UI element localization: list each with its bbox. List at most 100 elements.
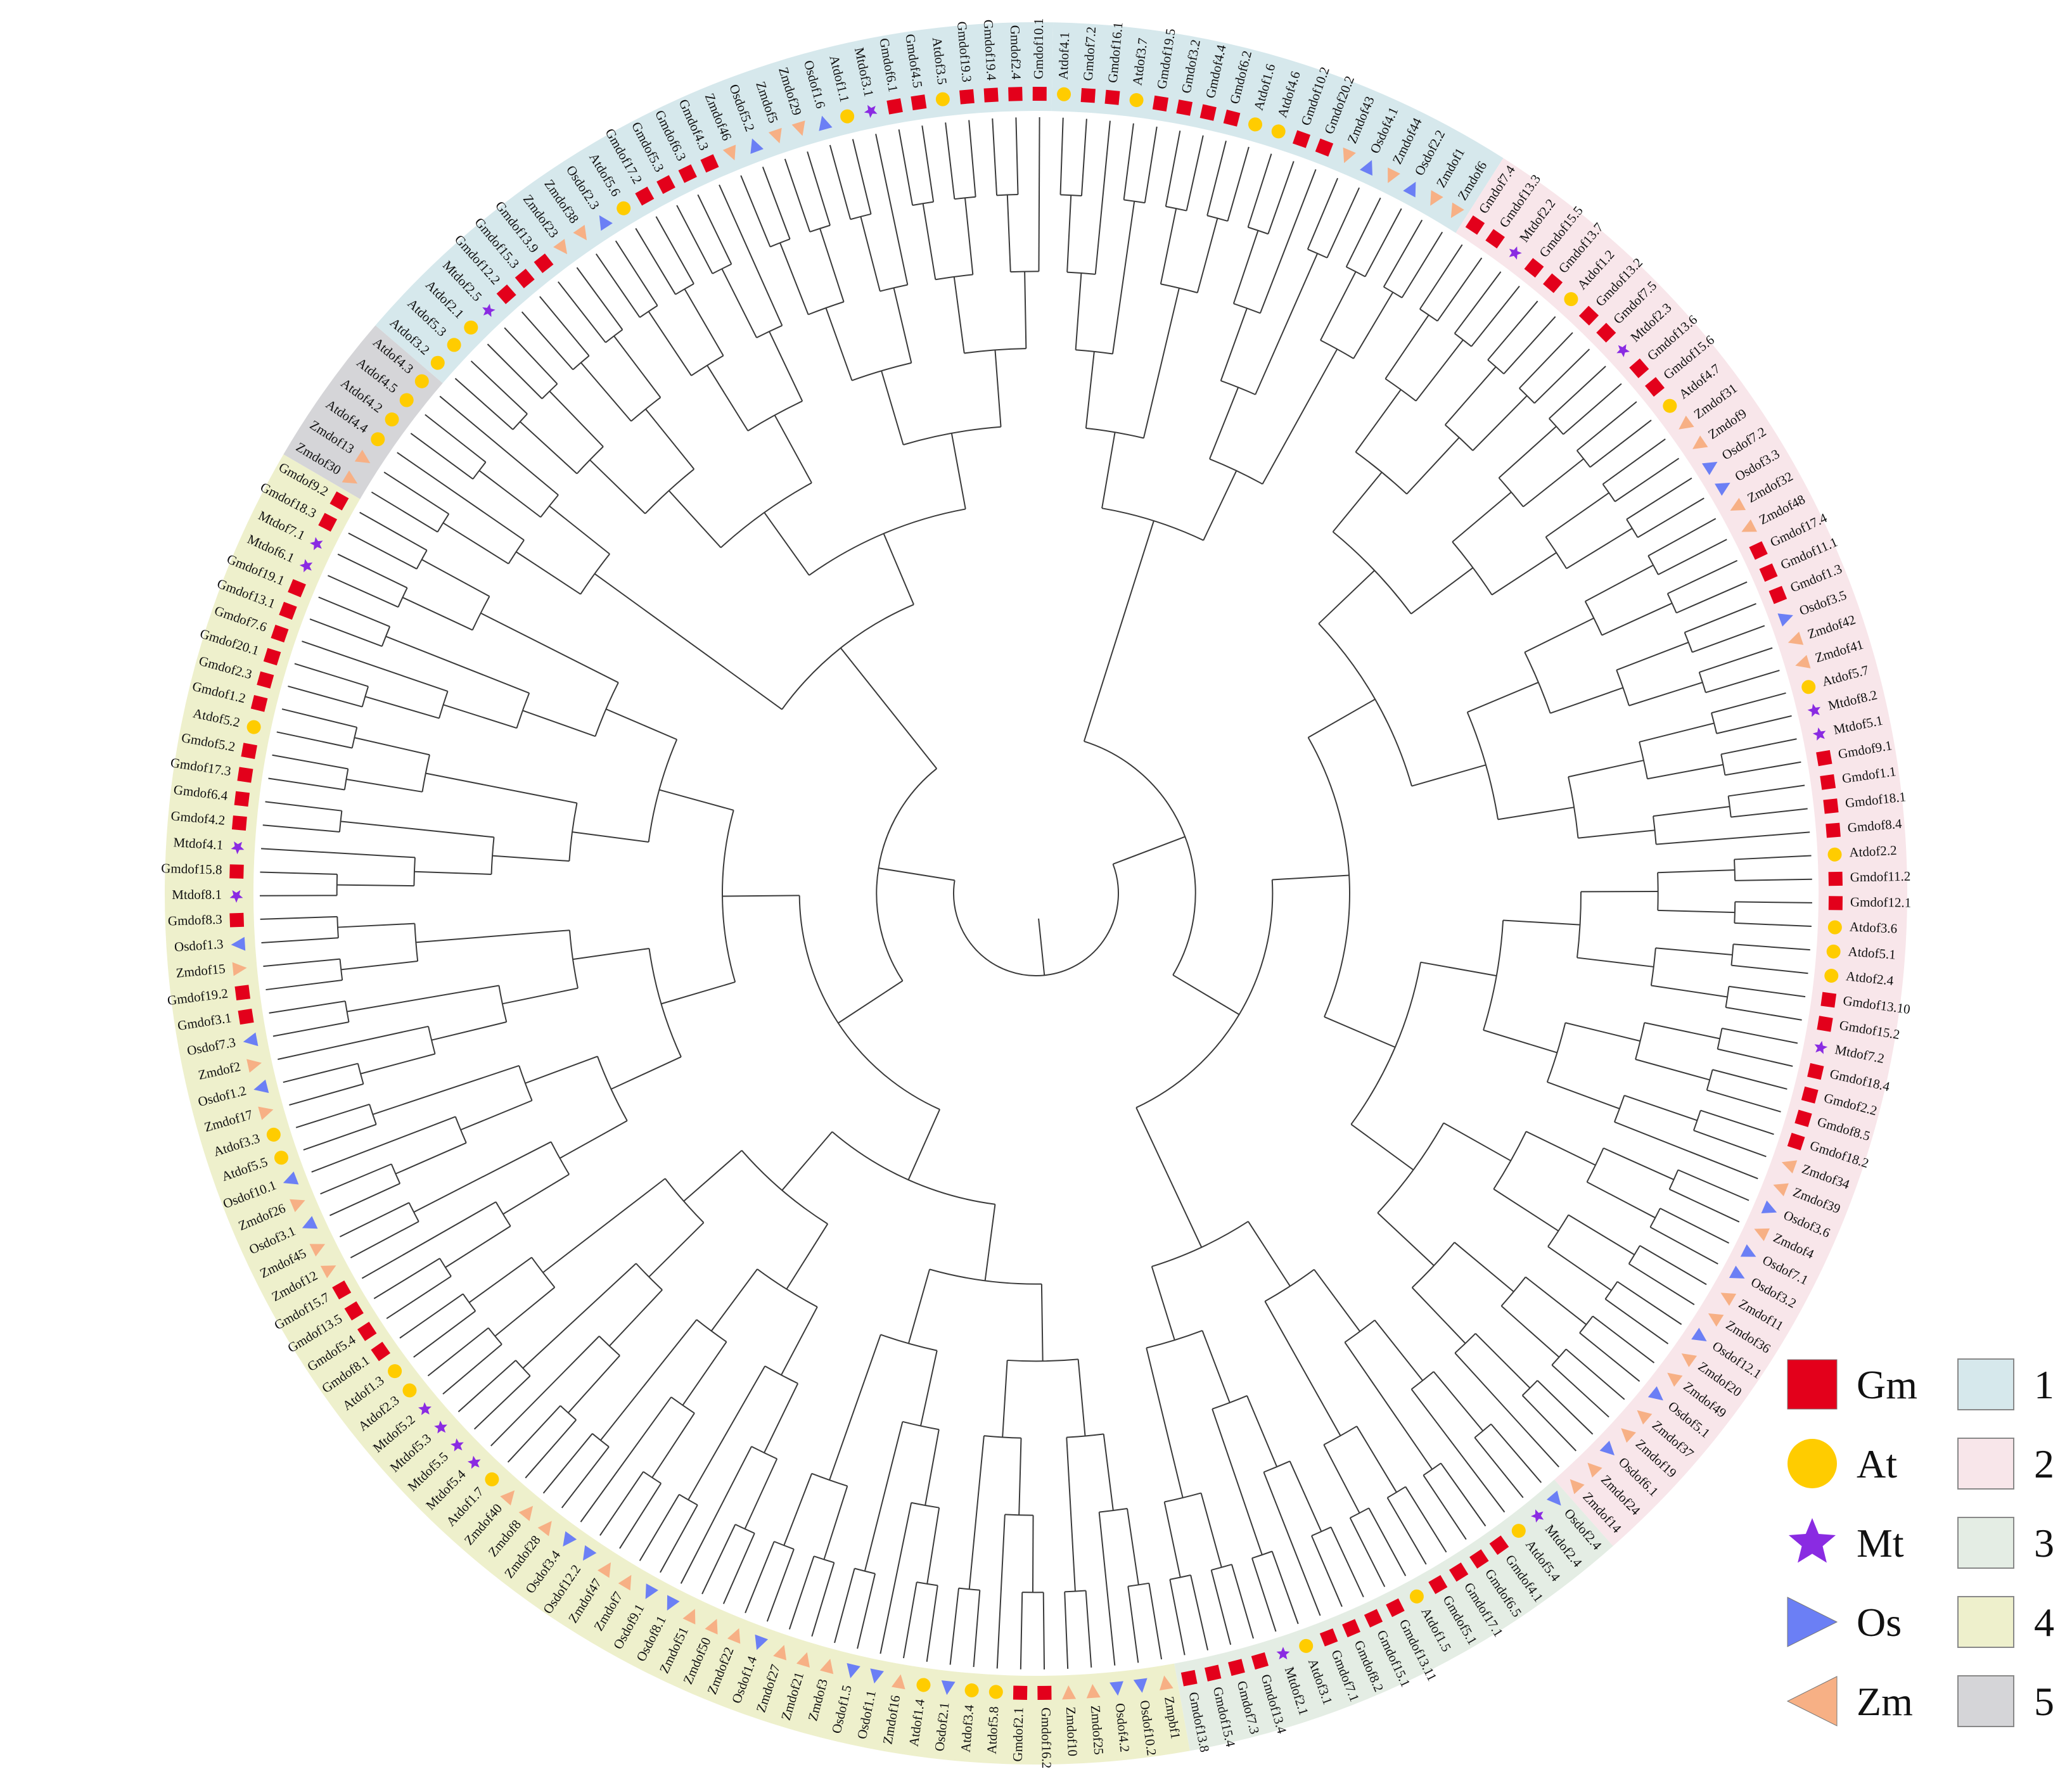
branch-segment [580, 362, 632, 422]
branch-segment [659, 789, 734, 811]
branch-segment [953, 276, 965, 354]
marker-gm [234, 791, 250, 807]
branch-segment [494, 1287, 556, 1337]
branch-segment [1411, 1287, 1466, 1344]
marker-gm [1801, 1086, 1819, 1104]
branch-segment [460, 1100, 532, 1131]
marker-os [1701, 461, 1718, 475]
branch-segment [431, 1021, 507, 1041]
marker-mt [451, 1438, 464, 1452]
branch-segment [1635, 1059, 1710, 1081]
branch-segment [278, 1025, 429, 1060]
branch-segment [348, 532, 418, 570]
branch-segment [950, 433, 966, 509]
branch-segment [697, 194, 732, 265]
branch-segment [1163, 1502, 1181, 1578]
branch-segment [881, 371, 904, 445]
branch-segment [1024, 271, 1027, 349]
marker-at [1826, 944, 1841, 959]
branch-segment [1405, 1486, 1447, 1553]
legend-group-swatch [1957, 1358, 2014, 1410]
branch-segment [1066, 195, 1072, 272]
branch-segment [1503, 919, 1580, 926]
branch-segment [372, 1065, 520, 1115]
branch-segment [1545, 492, 1609, 538]
branch-segment [1332, 471, 1383, 533]
branch-segment [781, 1131, 833, 1191]
branch-segment [442, 522, 509, 565]
branch-segment [1006, 195, 1011, 272]
marker-gm [257, 671, 274, 689]
marker-at [1824, 969, 1839, 983]
marker-gm [1489, 1535, 1509, 1555]
marker-mt [467, 1455, 481, 1469]
branch-segment [1272, 874, 1350, 881]
branch-segment [1410, 567, 1474, 615]
leaf-label: Gmdof15.8 [161, 860, 222, 878]
marker-at [1663, 399, 1677, 413]
branch-segment [594, 573, 783, 710]
branch-segment [781, 1306, 818, 1376]
branch-segment [973, 1590, 981, 1668]
branch-segment [907, 1269, 931, 1344]
branch-segment [1094, 120, 1111, 274]
branch-segment [1075, 272, 1082, 350]
marker-gm [1524, 258, 1544, 278]
branch-segment [1259, 169, 1317, 314]
branch-segment [1628, 1263, 1695, 1305]
marker-os [1729, 1265, 1745, 1279]
legend-group-label: 2 [2034, 1441, 2054, 1486]
branch-segment [295, 1104, 370, 1128]
branch-segment [1248, 1221, 1291, 1287]
branch-segment [945, 122, 956, 200]
branch-segment [639, 1494, 680, 1561]
branch-segment [272, 754, 349, 770]
marker-zm [1720, 1293, 1737, 1306]
leaf-label: Gmdof11.2 [1850, 869, 1911, 885]
branch-segment [1064, 1592, 1069, 1669]
marker-gm [1342, 1619, 1360, 1638]
branch-segment [1491, 552, 1557, 596]
marker-zm [722, 144, 736, 160]
marker-mt [1812, 727, 1826, 741]
branch-segment [410, 433, 473, 480]
legend-group-label: 3 [2034, 1521, 2054, 1566]
branch-segment [1151, 1266, 1175, 1341]
branch-segment [1169, 1579, 1186, 1656]
marker-gm [1578, 305, 1599, 326]
branch-segment [507, 1405, 561, 1463]
leaf-label: Gmdof2.1 [1010, 1707, 1026, 1761]
branch-segment [442, 1344, 502, 1395]
branch-segment [1626, 477, 1692, 520]
branch-segment [311, 1116, 456, 1173]
marker-at [617, 201, 631, 215]
branch-segment [784, 158, 811, 233]
legend-group-label: 5 [2034, 1679, 2054, 1724]
branch-segment [1200, 1493, 1222, 1568]
branch-segment [1563, 383, 1622, 435]
marker-gm [357, 1322, 377, 1341]
branch-segment [600, 1319, 698, 1441]
branch-segment [964, 198, 974, 275]
branch-segment [1383, 219, 1423, 288]
branch-segment [1020, 1592, 1023, 1669]
marker-mt [864, 105, 878, 118]
branch-segment [1101, 432, 1116, 509]
branch-segment [595, 253, 641, 318]
branch-segment [680, 1446, 752, 1584]
branch-segment [478, 469, 541, 518]
branch-segment [1483, 1029, 1557, 1054]
marker-os [1777, 613, 1793, 627]
branch-segment [1452, 491, 1512, 542]
branch-segment [1209, 387, 1239, 459]
branch-segment [922, 203, 937, 280]
branch-segment [520, 421, 578, 475]
marker-zm [1430, 190, 1443, 206]
branch-segment [542, 1433, 593, 1494]
branch-segment [1716, 715, 1792, 734]
marker-at [1299, 1638, 1314, 1653]
branch-segment [416, 929, 570, 943]
branch-segment [1711, 692, 1786, 714]
branch-segment [371, 491, 438, 533]
legend-group-swatch [1957, 1596, 2014, 1648]
